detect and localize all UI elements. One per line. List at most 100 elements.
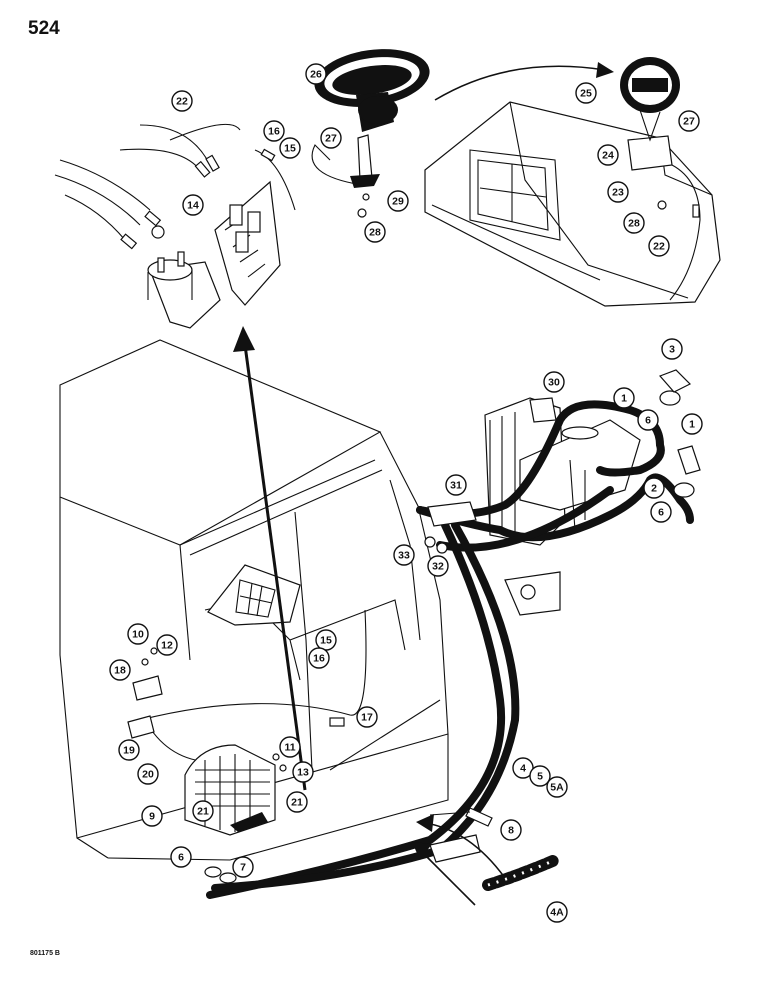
- callout-label: 5: [537, 771, 543, 783]
- callout-label: 28: [369, 227, 381, 239]
- console-assembly: [424, 57, 721, 307]
- callout-label: 33: [398, 550, 410, 562]
- callout-12: 12: [156, 634, 178, 656]
- arrow-to-console: [434, 65, 606, 101]
- callout-label: 26: [310, 69, 322, 81]
- callout-label: 12: [161, 640, 173, 652]
- callout-label: 5A: [550, 782, 564, 794]
- callout-label: 29: [392, 196, 404, 208]
- callout-18: 18: [109, 659, 131, 681]
- callout-10: 10: [127, 623, 149, 645]
- callout-20: 20: [137, 763, 159, 785]
- callout-28: 28: [364, 221, 386, 243]
- cab-heater-box: [184, 744, 276, 836]
- page-number: 524: [28, 18, 60, 39]
- callout-label: 2: [651, 483, 657, 495]
- callout-6: 6: [170, 846, 192, 868]
- callout-label: 19: [123, 745, 135, 757]
- callout-label: 24: [602, 150, 614, 162]
- callout-32: 32: [427, 555, 449, 577]
- callout-label: 18: [114, 665, 126, 677]
- callout-33: 33: [393, 544, 415, 566]
- callout-1: 1: [613, 387, 635, 409]
- callout-23: 23: [607, 181, 629, 203]
- callout-label: 17: [361, 712, 373, 724]
- callout-19: 19: [118, 739, 140, 761]
- callout-label: 25: [580, 88, 592, 100]
- callout-6: 6: [650, 501, 672, 523]
- callout-label: 6: [178, 852, 184, 864]
- arrow-to-relay: [243, 344, 307, 791]
- callout-label: 21: [197, 806, 209, 818]
- callout-13: 13: [292, 761, 314, 783]
- solenoid-relay-assembly: [54, 123, 296, 329]
- hose-4a-detail: [412, 814, 561, 906]
- callout-22: 22: [171, 90, 193, 112]
- callout-14: 14: [182, 194, 204, 216]
- callout-label: 22: [653, 241, 665, 253]
- callout-label: 32: [432, 561, 444, 573]
- callout-label: 8: [508, 825, 514, 837]
- callout-3: 3: [661, 338, 683, 360]
- callout-6: 6: [637, 409, 659, 431]
- callout-22: 22: [648, 235, 670, 257]
- callout-label: 10: [132, 629, 144, 641]
- callout-label: 6: [658, 507, 664, 519]
- callout-25: 25: [575, 82, 597, 104]
- callout-2: 2: [643, 477, 665, 499]
- callout-4A: 4A: [546, 901, 568, 923]
- callout-24: 24: [597, 144, 619, 166]
- callout-layer: 1123455A4A666789101112131415151616171819…: [109, 63, 703, 923]
- callout-label: 9: [149, 811, 155, 823]
- callout-label: 27: [683, 116, 695, 128]
- figure-code: 801175 B: [30, 950, 60, 957]
- callout-27: 27: [678, 110, 700, 132]
- callout-8: 8: [500, 819, 522, 841]
- callout-27: 27: [320, 127, 342, 149]
- callout-21: 21: [192, 800, 214, 822]
- callout-5A: 5A: [546, 776, 568, 798]
- callout-label: 27: [325, 133, 337, 145]
- callout-label: 4: [520, 763, 526, 775]
- callout-7: 7: [232, 856, 254, 878]
- callout-label: 7: [240, 862, 246, 874]
- callout-label: 16: [268, 126, 280, 138]
- callout-label: 20: [142, 769, 154, 781]
- callout-label: 1: [689, 419, 695, 431]
- callout-label: 3: [669, 344, 675, 356]
- callout-31: 31: [445, 474, 467, 496]
- callout-16: 16: [263, 120, 285, 142]
- callout-label: 1: [621, 393, 627, 405]
- callout-15: 15: [315, 629, 337, 651]
- callout-17: 17: [356, 706, 378, 728]
- callout-label: 21: [291, 797, 303, 809]
- callout-label: 31: [450, 480, 462, 492]
- callout-label: 15: [284, 143, 296, 155]
- callout-label: 11: [284, 742, 295, 754]
- callout-16: 16: [308, 647, 330, 669]
- callout-28: 28: [623, 212, 645, 234]
- callout-1: 1: [681, 413, 703, 435]
- callout-label: 23: [612, 187, 624, 199]
- callout-5: 5: [529, 765, 551, 787]
- cab-instrument-panel: [207, 564, 301, 626]
- callout-label: 15: [320, 635, 332, 647]
- callout-15: 15: [279, 137, 301, 159]
- callout-29: 29: [387, 190, 409, 212]
- callout-11: 11: [279, 736, 301, 758]
- callout-label: 28: [628, 218, 640, 230]
- callout-label: 4A: [550, 907, 564, 919]
- heater-hoses: [206, 400, 694, 899]
- callout-30: 30: [543, 371, 565, 393]
- callout-4: 4: [512, 757, 534, 779]
- callout-21: 21: [286, 791, 308, 813]
- callout-9: 9: [141, 805, 163, 827]
- callout-label: 22: [176, 96, 188, 108]
- callout-label: 30: [548, 377, 560, 389]
- callout-26: 26: [305, 63, 327, 85]
- callout-label: 14: [187, 200, 199, 212]
- callout-label: 16: [313, 653, 325, 665]
- heater-fan-loose: [311, 49, 430, 218]
- callout-label: 6: [645, 415, 651, 427]
